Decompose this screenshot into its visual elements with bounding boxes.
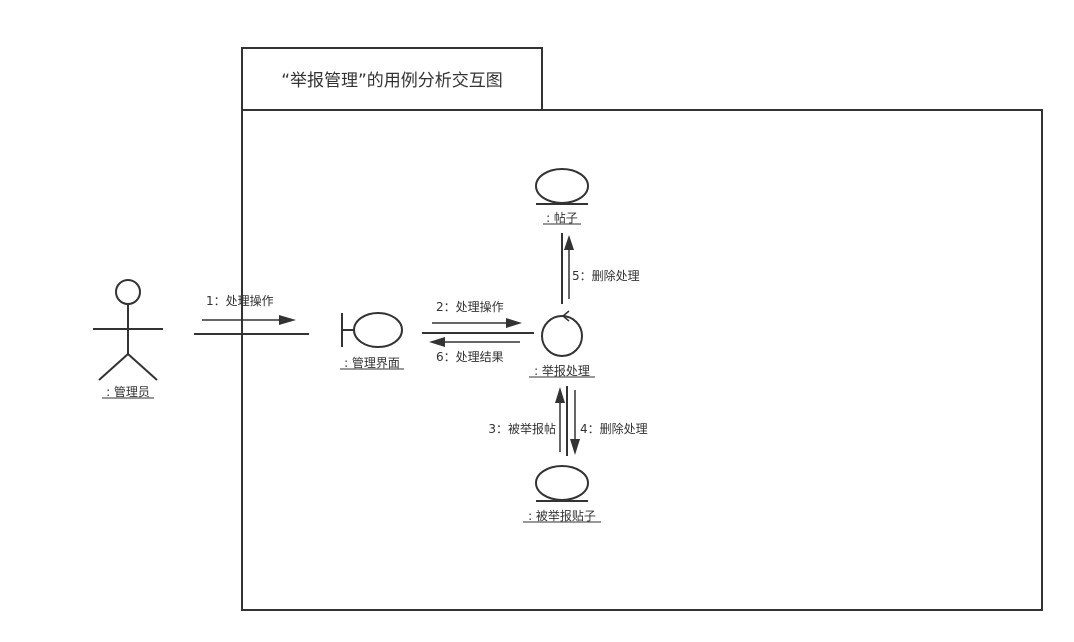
entity-post-label: : 帖子 — [546, 210, 578, 225]
message-4: 4：删除处理 — [570, 390, 648, 455]
message-5: 5：删除处理 — [564, 235, 640, 299]
boundary-admin-ui[interactable]: : 管理界面 — [340, 312, 404, 370]
message-6-arrowhead-icon — [429, 337, 445, 347]
message-6-label: 6：处理结果 — [436, 350, 504, 364]
boundary-icon — [341, 312, 403, 348]
message-2-arrowhead-icon — [506, 318, 522, 328]
message-4-label: 4：删除处理 — [580, 421, 648, 436]
control-icon — [541, 310, 583, 357]
entity-post[interactable]: : 帖子 — [535, 168, 589, 225]
control-label: : 举报处理 — [534, 363, 590, 378]
actor-admin[interactable]: : 管理员 — [93, 279, 163, 399]
message-3: 3：被举报帖 — [488, 387, 565, 452]
message-3-arrowhead-icon — [555, 387, 565, 403]
boundary-label: : 管理界面 — [344, 355, 400, 370]
message-1-arrowhead-icon — [279, 315, 296, 325]
message-6: 6：处理结果 — [429, 337, 520, 364]
frame-title: “举报管理”的用例分析交互图 — [281, 71, 503, 91]
message-5-label: 5：删除处理 — [572, 268, 640, 283]
message-2-label: 2：处理操作 — [436, 299, 504, 314]
message-5-arrowhead-icon — [564, 235, 574, 250]
message-2: 2：处理操作 — [432, 299, 522, 328]
entity-icon — [535, 465, 589, 502]
message-4-arrowhead-icon — [570, 439, 580, 455]
actor-figure-icon — [93, 279, 163, 381]
message-1-label: 1：处理操作 — [206, 293, 274, 308]
actor-label: : 管理员 — [106, 384, 150, 399]
entity-reported-post[interactable]: : 被举报贴子 — [523, 465, 601, 523]
message-3-label: 3：被举报帖 — [488, 421, 556, 436]
frame-border — [241, 109, 1043, 611]
entity-reported-post-label: : 被举报贴子 — [528, 508, 596, 523]
entity-icon — [535, 168, 589, 205]
diagram-frame: “举报管理”的用例分析交互图 — [241, 47, 1043, 611]
control-report-handling[interactable]: : 举报处理 — [529, 310, 595, 378]
message-1: 1：处理操作 — [202, 293, 296, 325]
